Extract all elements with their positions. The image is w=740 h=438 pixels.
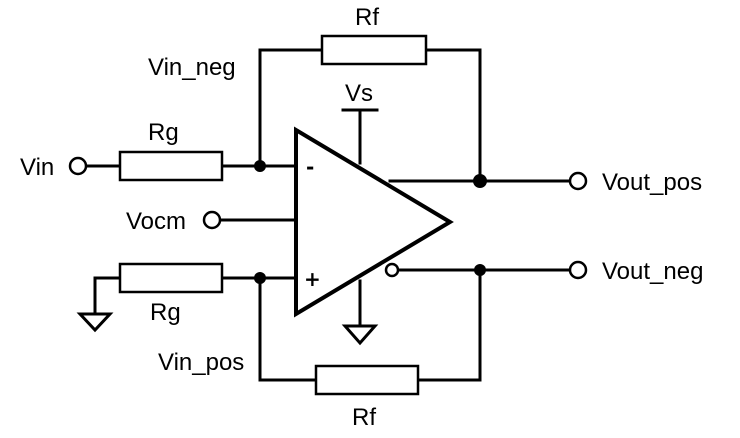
resistor-rg-top — [118, 150, 224, 182]
output-invert-bubble — [384, 262, 400, 278]
label-vin-pos: Vin_pos — [158, 349, 244, 376]
label-vocm: Vocm — [126, 208, 186, 235]
label-vout-neg: Vout_neg — [602, 258, 703, 285]
junction-vout-neg — [474, 264, 486, 276]
resistor-rf-bottom — [314, 364, 420, 396]
label-vin-neg: Vin_neg — [148, 54, 236, 81]
non-inverting-input-sign: + — [304, 267, 321, 291]
junction-vout-pos — [473, 174, 487, 188]
label-vin: Vin — [20, 154, 54, 181]
op-amp-triangle — [294, 126, 454, 318]
junction-inverting — [254, 160, 266, 172]
label-rg-top: Rg — [148, 119, 179, 146]
label-rf-bottom: Rf — [352, 404, 376, 431]
label-rg-bottom: Rg — [150, 299, 181, 326]
inverting-input-sign: - — [306, 155, 314, 179]
terminal-vout-neg — [568, 260, 588, 280]
resistor-rg-bottom — [118, 262, 224, 294]
terminal-vout-pos — [568, 171, 588, 191]
label-vout-pos: Vout_pos — [602, 169, 702, 196]
terminal-vin — [68, 156, 88, 176]
resistor-rf-top — [320, 34, 428, 66]
junction-noninverting — [254, 272, 266, 284]
ground-symbol-amp — [341, 324, 379, 346]
label-vs: Vs — [345, 80, 373, 107]
wires — [83, 48, 572, 382]
label-rf-top: Rf — [355, 4, 379, 31]
ground-symbol-left — [76, 312, 114, 333]
terminal-vocm — [202, 210, 222, 230]
